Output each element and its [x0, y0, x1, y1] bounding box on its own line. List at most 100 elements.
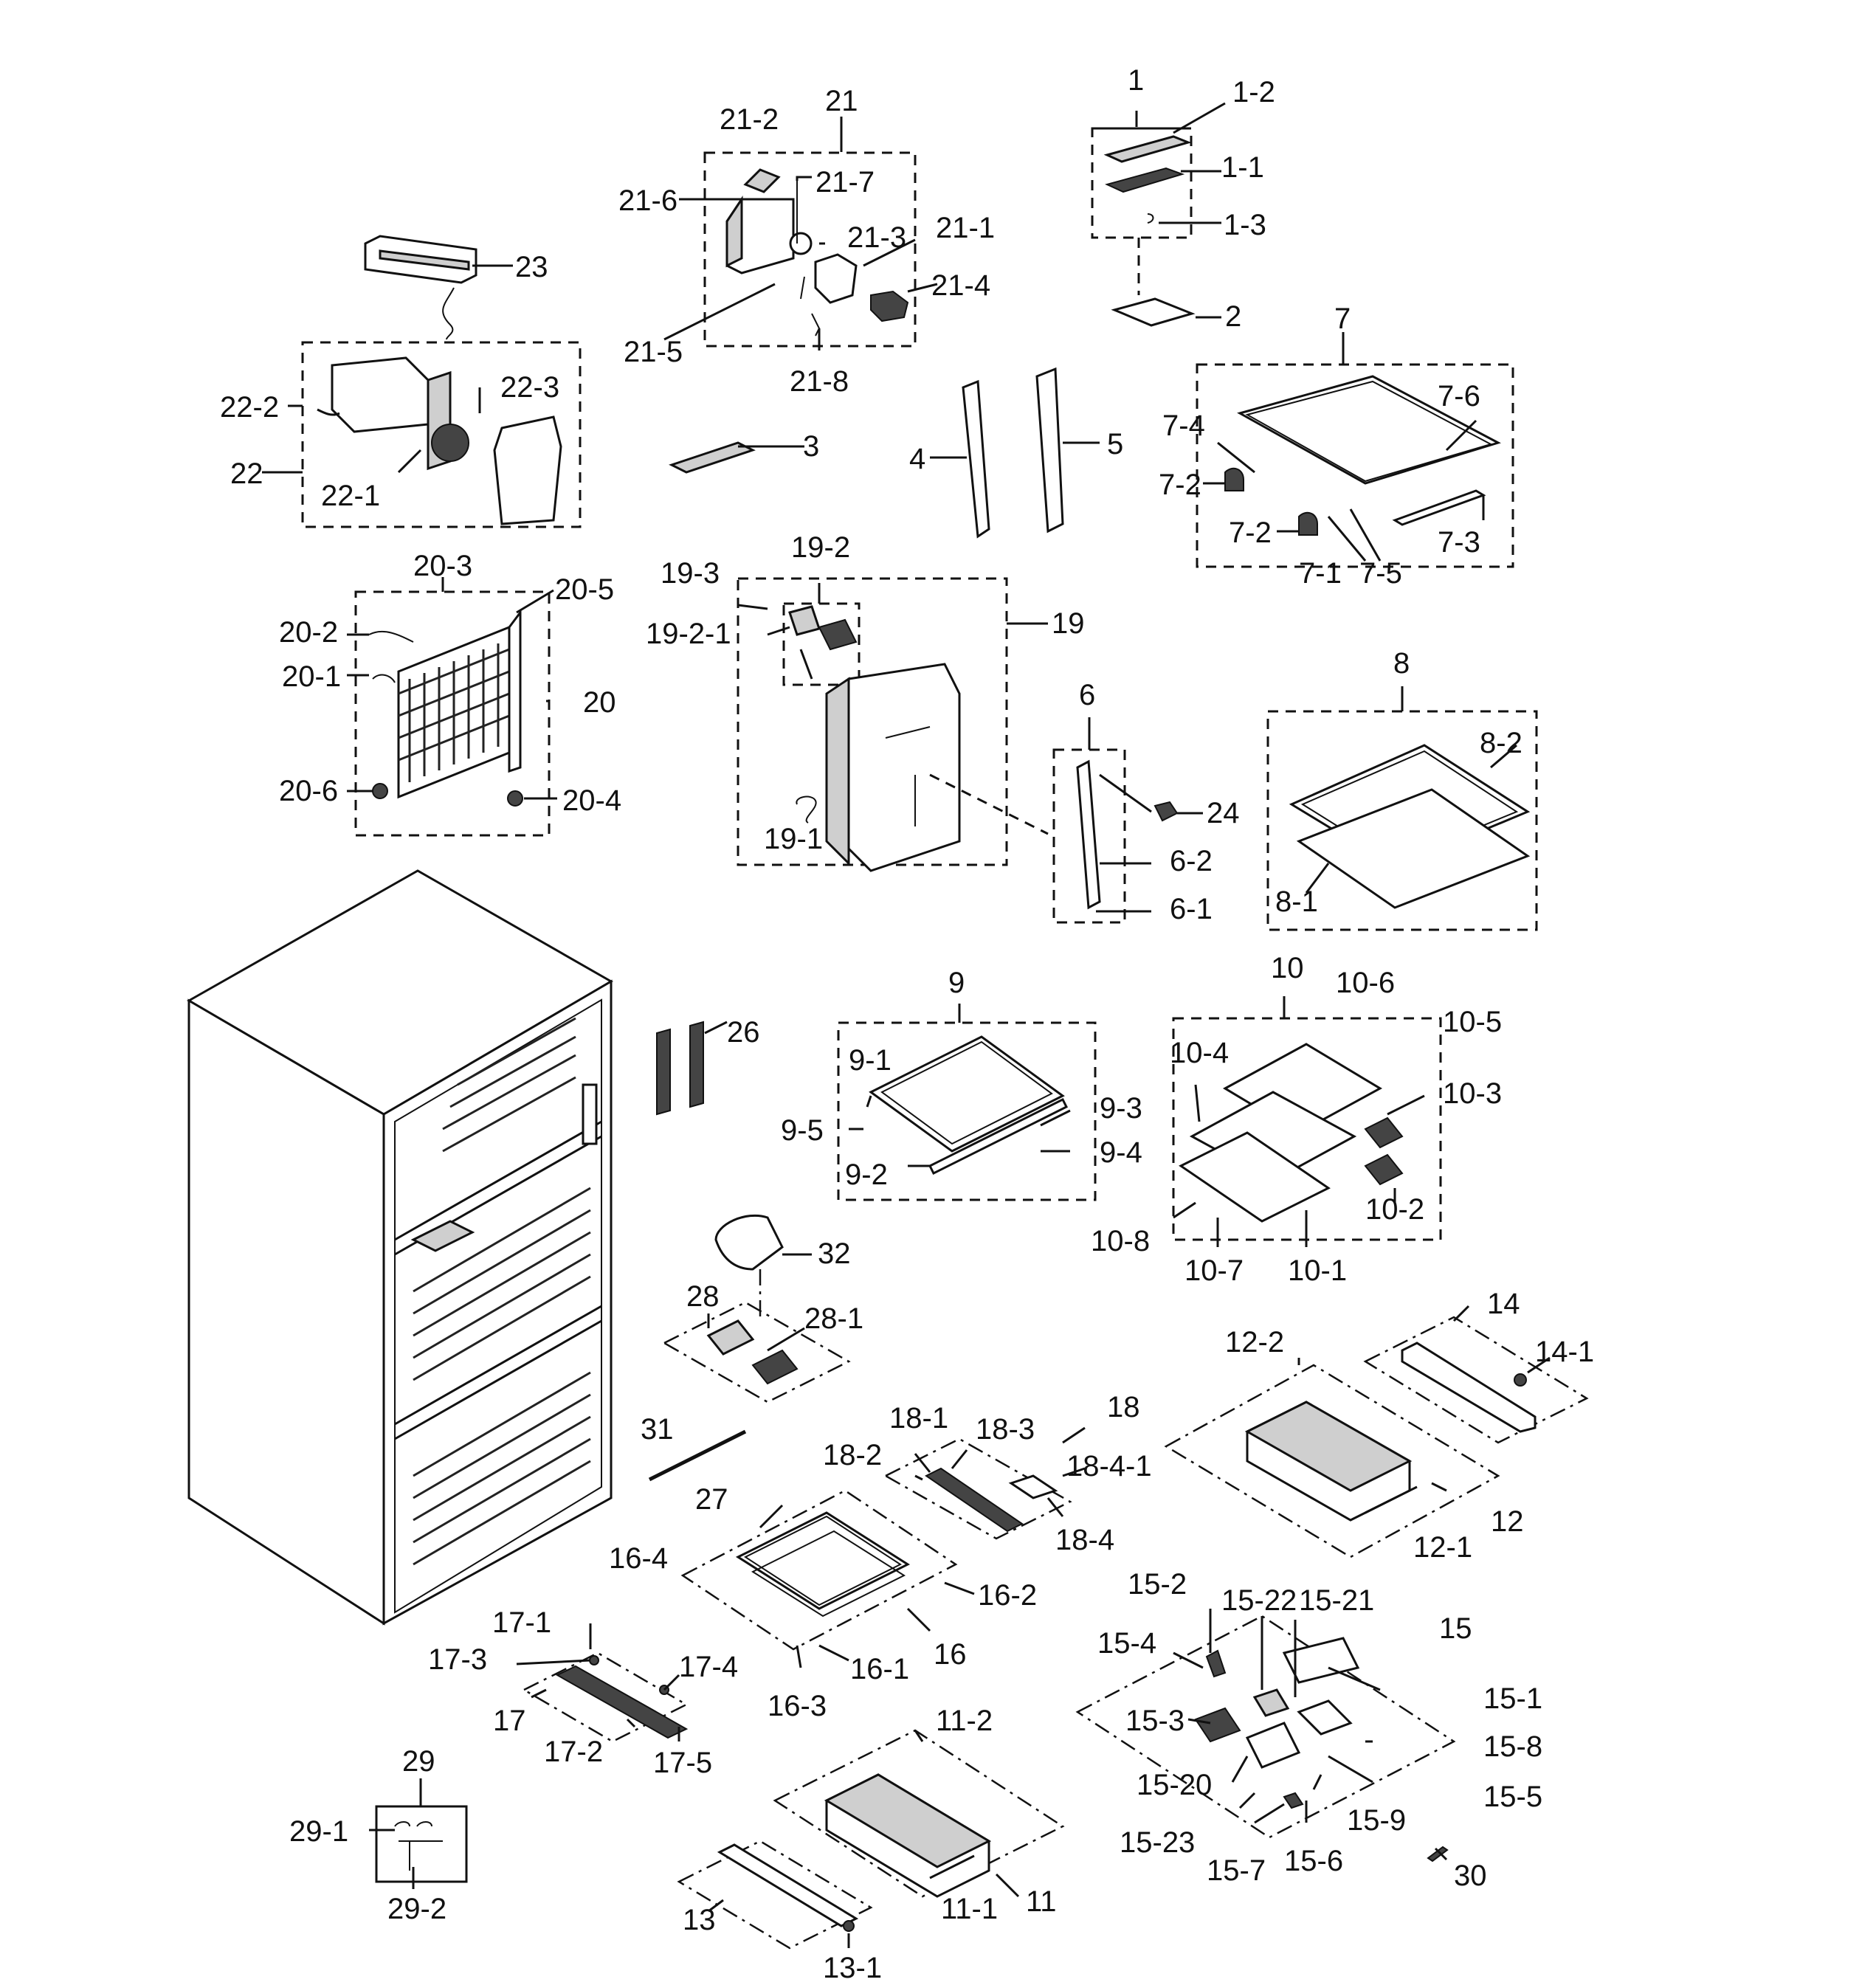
- label-14-1: 14-1: [1535, 1336, 1594, 1368]
- label-9: 9: [948, 967, 965, 999]
- label-21-2: 21-2: [720, 103, 779, 136]
- label-7-3: 7-3: [1438, 526, 1480, 559]
- label-8-2: 8-2: [1480, 727, 1522, 759]
- label-1-2: 1-2: [1232, 76, 1275, 108]
- cabinet: [186, 869, 728, 1626]
- label-8: 8: [1393, 647, 1410, 680]
- assembly-15: [1075, 1609, 1456, 1839]
- label-14: 14: [1487, 1288, 1520, 1320]
- label-15-22: 15-22: [1221, 1584, 1297, 1617]
- label-20-5: 20-5: [555, 573, 614, 606]
- label-1-3: 1-3: [1224, 209, 1266, 241]
- assembly-11: [773, 1729, 1065, 1898]
- label-11-1: 11-1: [941, 1893, 998, 1925]
- label-10-8: 10-8: [1091, 1225, 1150, 1257]
- label-10-5: 10-5: [1443, 1006, 1502, 1038]
- label-16-3: 16-3: [768, 1690, 827, 1722]
- assembly-21: [663, 117, 938, 351]
- label-7: 7: [1334, 303, 1351, 335]
- assembly-19: [737, 577, 1049, 872]
- label-7-4: 7-4: [1162, 410, 1205, 442]
- label-29: 29: [402, 1745, 435, 1778]
- label-12-2: 12-2: [1225, 1326, 1284, 1359]
- assembly-16: [648, 1429, 975, 1668]
- label-27: 27: [695, 1483, 728, 1516]
- label-10-6: 10-6: [1336, 967, 1395, 999]
- label-7-1: 7-1: [1299, 557, 1342, 590]
- label-15-8: 15-8: [1483, 1730, 1542, 1763]
- label-22-3: 22-3: [500, 371, 559, 404]
- label-3: 3: [803, 430, 819, 463]
- label-19-2-1: 19-2-1: [646, 618, 731, 650]
- assembly-9: [837, 1004, 1097, 1201]
- label-19-2: 19-2: [791, 531, 850, 564]
- label-10-1: 10-1: [1288, 1254, 1347, 1287]
- label-31: 31: [641, 1413, 674, 1446]
- label-9-2: 9-2: [845, 1159, 888, 1191]
- label-17-5: 17-5: [653, 1747, 712, 1779]
- label-15-21: 15-21: [1299, 1584, 1374, 1617]
- label-7-2: 7-2: [1159, 469, 1201, 501]
- label-20-3: 20-3: [413, 550, 472, 582]
- label-21-8: 21-8: [790, 365, 849, 398]
- label-32: 32: [818, 1237, 851, 1270]
- label-17-2: 17-2: [544, 1736, 603, 1768]
- label-10-7: 10-7: [1184, 1254, 1244, 1287]
- label-30: 30: [1454, 1860, 1487, 1892]
- label-20-1: 20-1: [282, 660, 341, 693]
- label-12-1: 12-1: [1413, 1531, 1472, 1564]
- label-18-2: 18-2: [823, 1439, 882, 1471]
- assembly-22: [262, 341, 582, 528]
- label-19-3: 19-3: [661, 557, 720, 590]
- assembly-20: [347, 577, 557, 837]
- label-20-2: 20-2: [279, 616, 338, 649]
- label-23: 23: [515, 251, 548, 283]
- label-16: 16: [934, 1638, 967, 1671]
- label-29-1: 29-1: [289, 1815, 348, 1848]
- label-17-1: 17-1: [492, 1606, 551, 1639]
- label-21-7: 21-7: [815, 166, 875, 198]
- assembly-8: [1266, 686, 1538, 931]
- assembly-12: [1164, 1358, 1500, 1558]
- label-15: 15: [1439, 1612, 1472, 1645]
- label-15-6: 15-6: [1284, 1845, 1343, 1877]
- label-15-1: 15-1: [1483, 1682, 1542, 1715]
- label-6-2: 6-2: [1170, 845, 1213, 877]
- label-21-1: 21-1: [936, 212, 995, 244]
- label-24: 24: [1207, 797, 1240, 829]
- label-6: 6: [1079, 679, 1095, 711]
- label-9-1: 9-1: [849, 1044, 892, 1077]
- assembly-28: [662, 1214, 851, 1404]
- label-11: 11: [1026, 1885, 1057, 1918]
- label-18-3: 18-3: [976, 1413, 1035, 1446]
- label-21-5: 21-5: [624, 336, 683, 368]
- label-10-3: 10-3: [1443, 1077, 1502, 1110]
- label-9-5: 9-5: [781, 1114, 824, 1147]
- label-20: 20: [583, 686, 616, 719]
- label-17-4: 17-4: [679, 1651, 738, 1683]
- label-7-6: 7-6: [1438, 380, 1480, 412]
- label-10: 10: [1271, 952, 1304, 984]
- label-16-1: 16-1: [850, 1653, 909, 1685]
- label-21-4: 21-4: [931, 269, 990, 302]
- part-23: [364, 235, 513, 340]
- assembly-18: [883, 1426, 1086, 1540]
- label-29-2: 29-2: [387, 1893, 446, 1925]
- label-17: 17: [493, 1705, 526, 1737]
- label-6-1: 6-1: [1170, 893, 1213, 925]
- label-15-5: 15-5: [1483, 1781, 1542, 1813]
- assembly-1: [1091, 102, 1226, 327]
- label-15-4: 15-4: [1097, 1627, 1156, 1660]
- label-1-1: 1-1: [1221, 151, 1264, 184]
- label-7-2b: 7-2: [1229, 517, 1272, 549]
- label-17-3: 17-3: [428, 1643, 487, 1676]
- label-4: 4: [909, 443, 925, 475]
- label-26: 26: [727, 1016, 760, 1049]
- label-7-5: 7-5: [1359, 557, 1402, 590]
- label-18-4-1: 18-4-1: [1066, 1450, 1152, 1482]
- parts-3-4-5: [669, 367, 1100, 539]
- label-22: 22: [230, 458, 263, 490]
- label-19: 19: [1052, 607, 1085, 640]
- label-15-2: 15-2: [1128, 1568, 1187, 1601]
